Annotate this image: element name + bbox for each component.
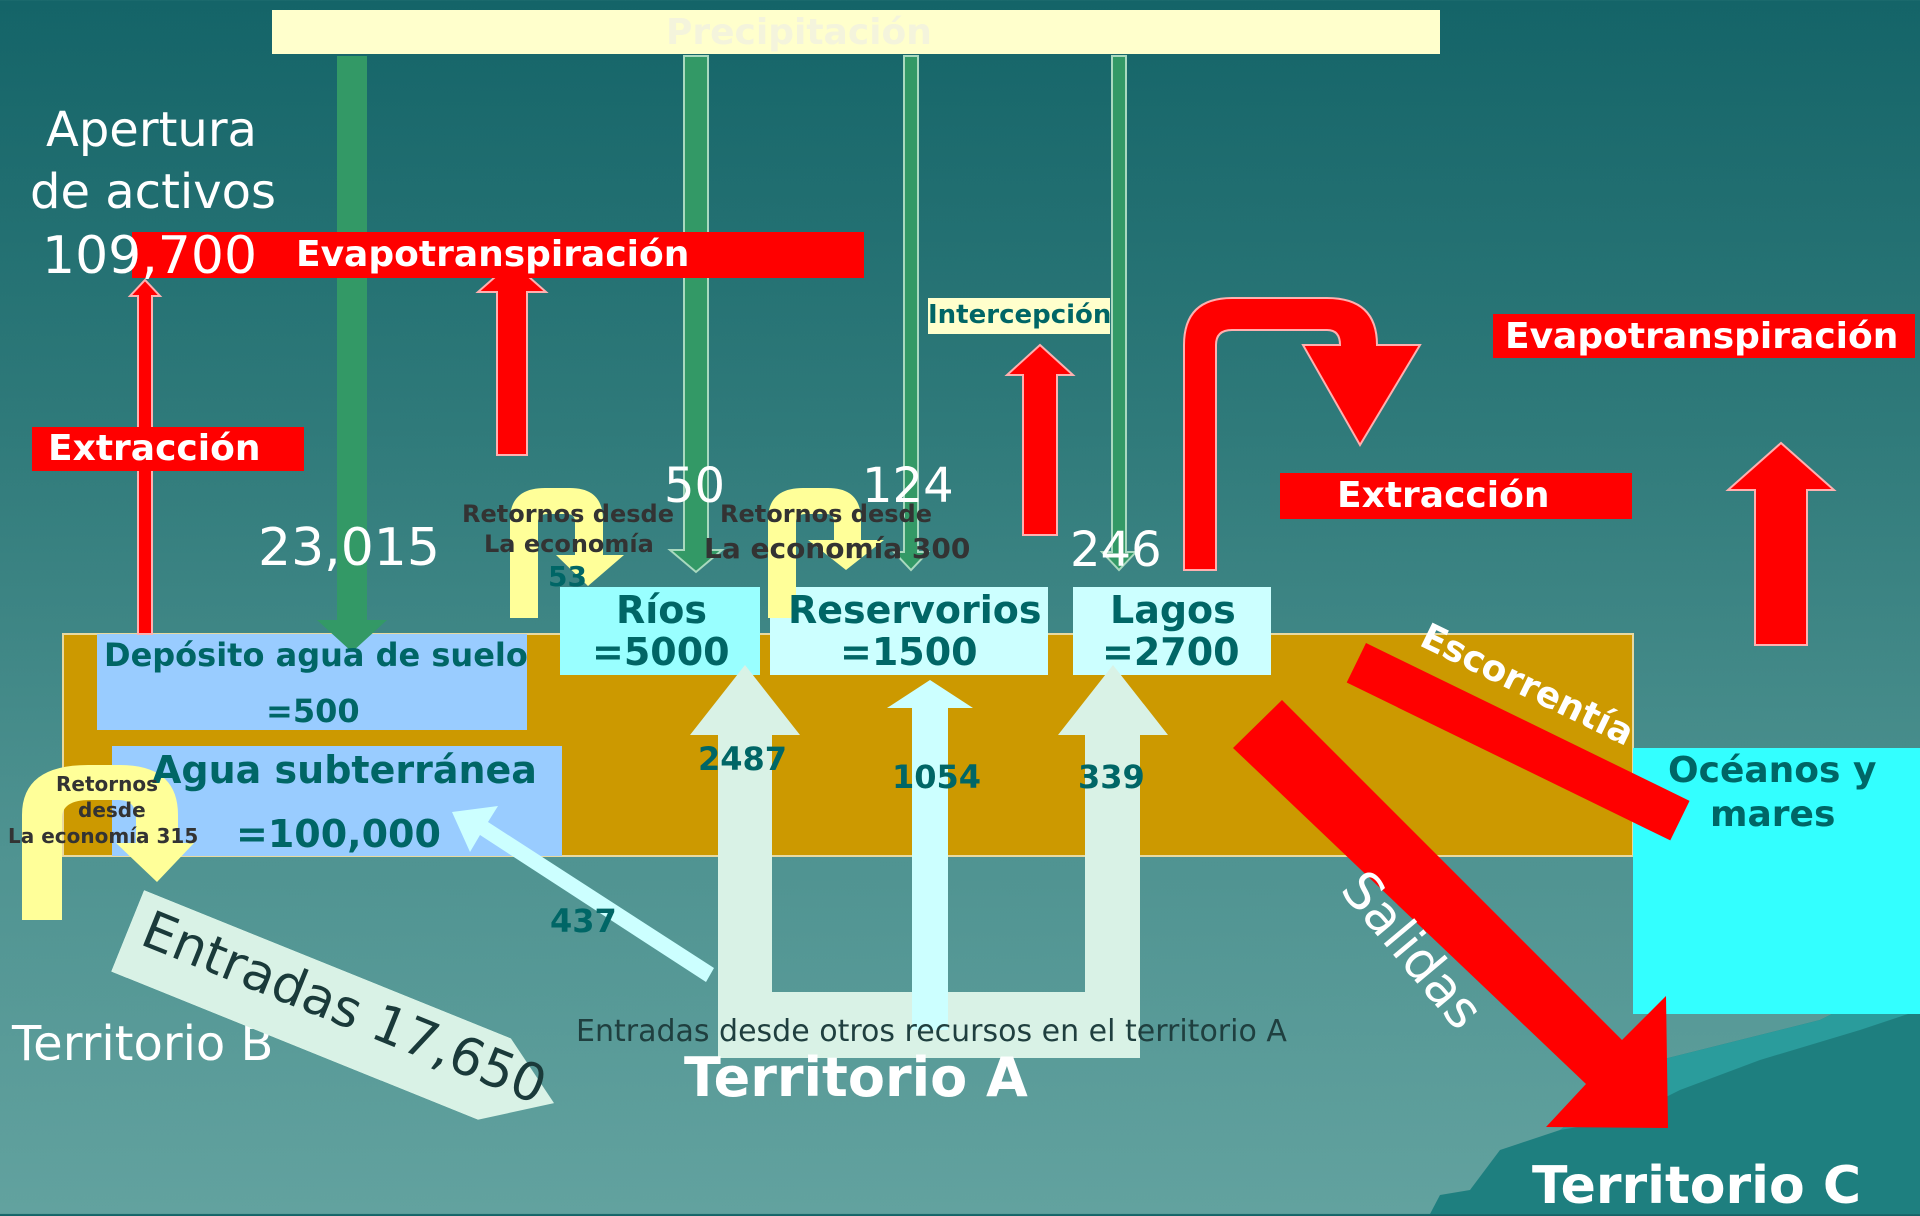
extraction-left-banner [32, 427, 304, 471]
returns-reservoirs-line2: La economía 300 [704, 532, 971, 565]
lakes-box [1073, 587, 1271, 675]
inflow-reservoirs-arrow [887, 680, 973, 1030]
extraction-left-label: Extracción [48, 428, 261, 469]
precip-rivers-arrow [667, 55, 725, 574]
evapotranspiration-left-banner [132, 232, 864, 278]
territory-c-label: Territorio C [1532, 1156, 1861, 1216]
soil-value: =500 [266, 692, 360, 730]
precip-lakes-value: 246 [1070, 522, 1162, 578]
extraction-lakes-hook-arrow [1183, 297, 1422, 571]
returns-ground-arrow [22, 765, 194, 920]
returns-ground-line1: Retornos [56, 772, 159, 796]
evap-left-arrow [475, 260, 549, 456]
territory-a-label: Territorio A [684, 1046, 1028, 1109]
inflow-groundwater-arrow [452, 806, 714, 982]
rivers-box [560, 587, 760, 675]
inflow-groundwater-value: 437 [550, 902, 617, 940]
precipitation-bar [272, 10, 1440, 54]
inflows-other-resources-label: Entradas desde otros recursos en el terr… [576, 1014, 1287, 1049]
precip-soil-arrow [317, 56, 387, 652]
evap-right-arrow [1725, 441, 1837, 646]
evapotranspiration-left-label: Evapotranspiración [296, 234, 690, 275]
oceans-line2: mares [1710, 794, 1836, 835]
inflow-reservoirs-value: 1054 [892, 758, 982, 796]
groundwater-value: =100,000 [236, 812, 441, 856]
soil-box [97, 634, 527, 730]
returns-ground-line2: desde [78, 798, 146, 822]
returns-rivers-line2: La economía [484, 530, 654, 558]
precip-rivers-value: 50 [664, 458, 726, 514]
evap-lakes-arrow [1004, 343, 1076, 536]
returns-rivers-arrow [510, 488, 624, 618]
lakes-title: Lagos [1110, 588, 1236, 632]
returns-ground-line3: La economía 315 [8, 824, 199, 848]
evapotranspiration-right-label: Evapotranspiración [1505, 316, 1899, 357]
groundwater-title: Agua subterránea [152, 748, 537, 792]
precip-soil-value: 23,015 [258, 518, 440, 578]
inflow-lakes-value: 339 [1078, 758, 1145, 796]
oceans-line1: Océanos y [1668, 750, 1877, 791]
inflow-u-arrow [690, 665, 1168, 1058]
rivers-title: Ríos [616, 588, 708, 632]
rivers-value: =5000 [592, 630, 730, 674]
opening-assets-line1: Apertura [46, 102, 257, 158]
reservoirs-box [770, 587, 1048, 675]
precip-lakes-arrow [1099, 55, 1139, 572]
inflow-rivers-value: 2487 [698, 740, 788, 778]
returns-rivers-line1: Retornos desde [462, 500, 674, 528]
precip-reservoirs-value: 124 [862, 458, 954, 514]
territory-b-label: Territorio B [12, 1016, 274, 1072]
extraction-right-banner [1280, 473, 1632, 519]
opening-assets-value: 109,700 [42, 226, 258, 286]
extraction-right-label: Extracción [1337, 475, 1550, 516]
lakes-value: =2700 [1102, 630, 1240, 674]
reservoirs-title: Reservorios [788, 588, 1042, 632]
returns-reservoirs-arrow [768, 488, 884, 618]
returns-rivers-value: 53 [548, 560, 587, 593]
interception-banner [928, 298, 1110, 334]
precip-reservoirs-arrow [891, 55, 931, 572]
returns-reservoirs-line1: Retornos desde [720, 500, 932, 528]
evapotranspiration-right-banner [1493, 314, 1915, 358]
precipitation-label: Precipitación [666, 12, 932, 53]
oceans-box [1633, 748, 1920, 1014]
outflows-arrow [1233, 700, 1668, 1128]
soil-title: Depósito agua de suelo [104, 636, 528, 674]
reservoirs-value: =1500 [840, 630, 978, 674]
opening-assets-line2: de activos [30, 164, 276, 220]
interception-label: Intercepción [928, 300, 1112, 330]
